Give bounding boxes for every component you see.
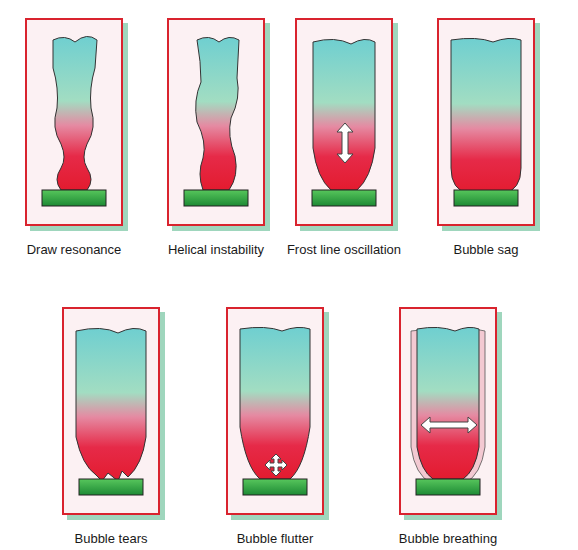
instability-panel: Bubble sag <box>437 18 535 226</box>
panel-frame <box>63 308 159 514</box>
film-bubble <box>451 38 521 194</box>
die <box>243 479 307 495</box>
bubble-illustration <box>437 18 535 226</box>
panel-caption: Bubble tears <box>75 531 148 546</box>
bubble-illustration <box>62 307 160 515</box>
panel-caption: Draw resonance <box>27 242 122 257</box>
instability-panel: Frost line oscillation <box>295 18 393 226</box>
instability-panel: Bubble breathing <box>399 307 497 515</box>
panel-frame <box>296 19 392 225</box>
panel-caption: Bubble breathing <box>399 531 497 546</box>
panel-caption: Frost line oscillation <box>287 242 401 257</box>
die <box>454 190 518 206</box>
panel-frame <box>400 308 496 514</box>
die <box>312 190 376 206</box>
panel-caption: Bubble flutter <box>237 531 314 546</box>
motion-arrow <box>265 454 287 476</box>
instability-panel: Draw resonance <box>25 18 123 226</box>
panel-frame <box>26 19 122 225</box>
motion-arrow <box>337 123 353 163</box>
motion-arrow <box>421 417 477 433</box>
die <box>42 190 106 206</box>
film-bubble <box>417 327 479 479</box>
film-bubble <box>76 328 146 481</box>
film-bubble <box>53 36 97 190</box>
panel-frame <box>168 19 264 225</box>
film-bubble <box>240 327 310 479</box>
bubble-illustration <box>167 18 265 226</box>
film-bubble <box>196 37 239 190</box>
instability-panel: Helical instability <box>167 18 265 226</box>
die <box>416 479 480 495</box>
bubble-illustration <box>399 307 497 515</box>
panel-frame <box>227 308 323 514</box>
panel-caption: Helical instability <box>168 242 264 257</box>
die <box>184 190 248 206</box>
film-bubble <box>313 39 375 190</box>
bubble-illustration <box>25 18 123 226</box>
die <box>79 479 143 495</box>
bubble-illustration <box>226 307 324 515</box>
bubble-illustration <box>295 18 393 226</box>
instability-panel: Bubble flutter <box>226 307 324 515</box>
panel-caption: Bubble sag <box>453 242 518 257</box>
instability-panel: Bubble tears <box>62 307 160 515</box>
panel-frame <box>438 19 534 225</box>
